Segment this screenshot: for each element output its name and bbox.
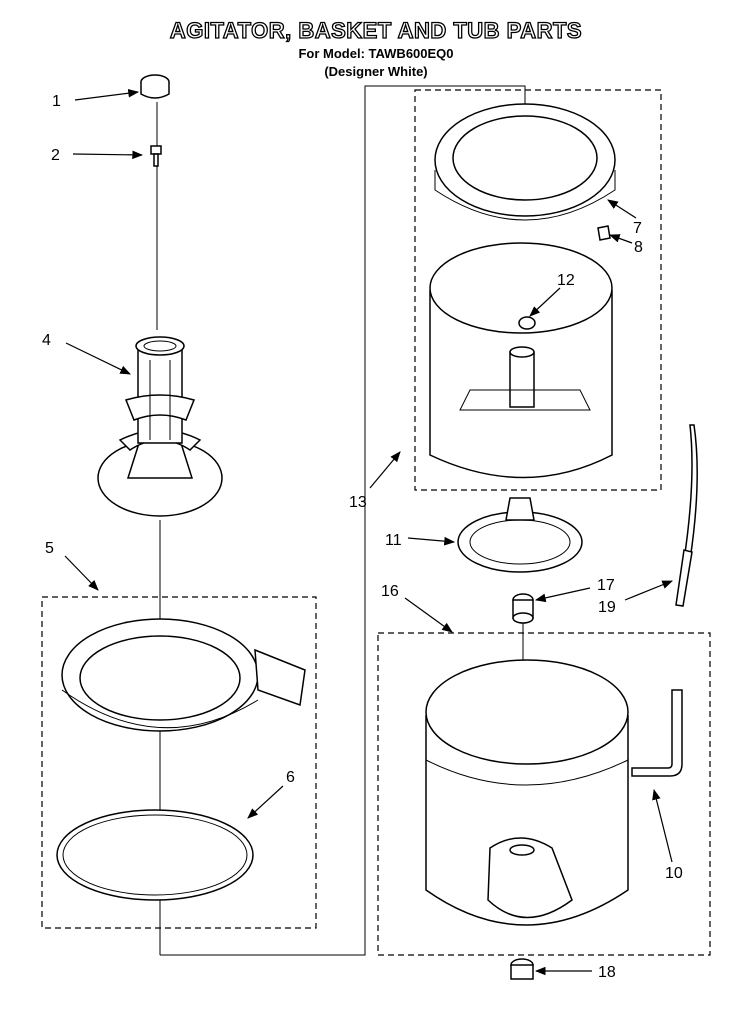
tub-ring: [61, 618, 306, 732]
leader-19: [624, 580, 674, 601]
agitator-bolt: [150, 145, 162, 167]
callout-19: 19: [598, 599, 616, 616]
spin-basket: [429, 242, 613, 479]
callout-8: 8: [634, 239, 643, 256]
basket-drive-hub: [457, 497, 583, 573]
callout-5: 5: [45, 540, 54, 557]
callout-6: 6: [286, 769, 295, 786]
leader-16: [404, 597, 453, 633]
leader-13: [369, 451, 401, 489]
callout-16: 16: [381, 583, 399, 600]
tub-bearing: [512, 593, 534, 624]
callout-10: 10: [665, 865, 683, 882]
ring-group-frame: [41, 596, 317, 929]
callout-2: 2: [51, 147, 60, 164]
model-number: For Model: TAWB600EQ0: [298, 46, 454, 61]
leader-1: [74, 88, 140, 101]
callout-13: 13: [349, 494, 367, 511]
leader-6: [247, 785, 284, 819]
ring-clip: [597, 225, 611, 241]
leader-2: [72, 150, 144, 160]
callout-4: 4: [42, 332, 51, 349]
basket-nut: [518, 316, 536, 330]
leader-12: [529, 287, 561, 317]
leader-11: [407, 536, 456, 546]
tub-drain-plug: [510, 958, 534, 980]
callout-11: 11: [385, 532, 402, 549]
leader-10: [652, 788, 673, 863]
tub-group-frame: [377, 632, 711, 956]
drain-hose: [675, 424, 698, 607]
leader-17: [534, 587, 591, 603]
tub-seal: [56, 809, 254, 901]
leader-4: [65, 342, 131, 375]
model-color: (Designer White): [324, 64, 428, 79]
leader-8: [608, 234, 633, 244]
basket-group-frame: [414, 89, 662, 491]
callout-18: 18: [598, 964, 616, 981]
diagram-title: AGITATOR, BASKET AND TUB PARTS: [169, 17, 583, 43]
callout-7: 7: [633, 220, 642, 237]
balance-ring: [434, 103, 616, 221]
assembly-connector-line: [160, 85, 526, 956]
hose-fitting: [631, 689, 683, 777]
callout-17: 17: [597, 577, 615, 594]
outer-tub: [425, 659, 629, 926]
leader-7: [607, 199, 637, 219]
agitator-cap: [140, 74, 170, 99]
leader-5: [64, 555, 99, 591]
callout-12: 12: [557, 272, 575, 289]
callout-1: 1: [52, 93, 61, 110]
agitator: [97, 336, 223, 517]
